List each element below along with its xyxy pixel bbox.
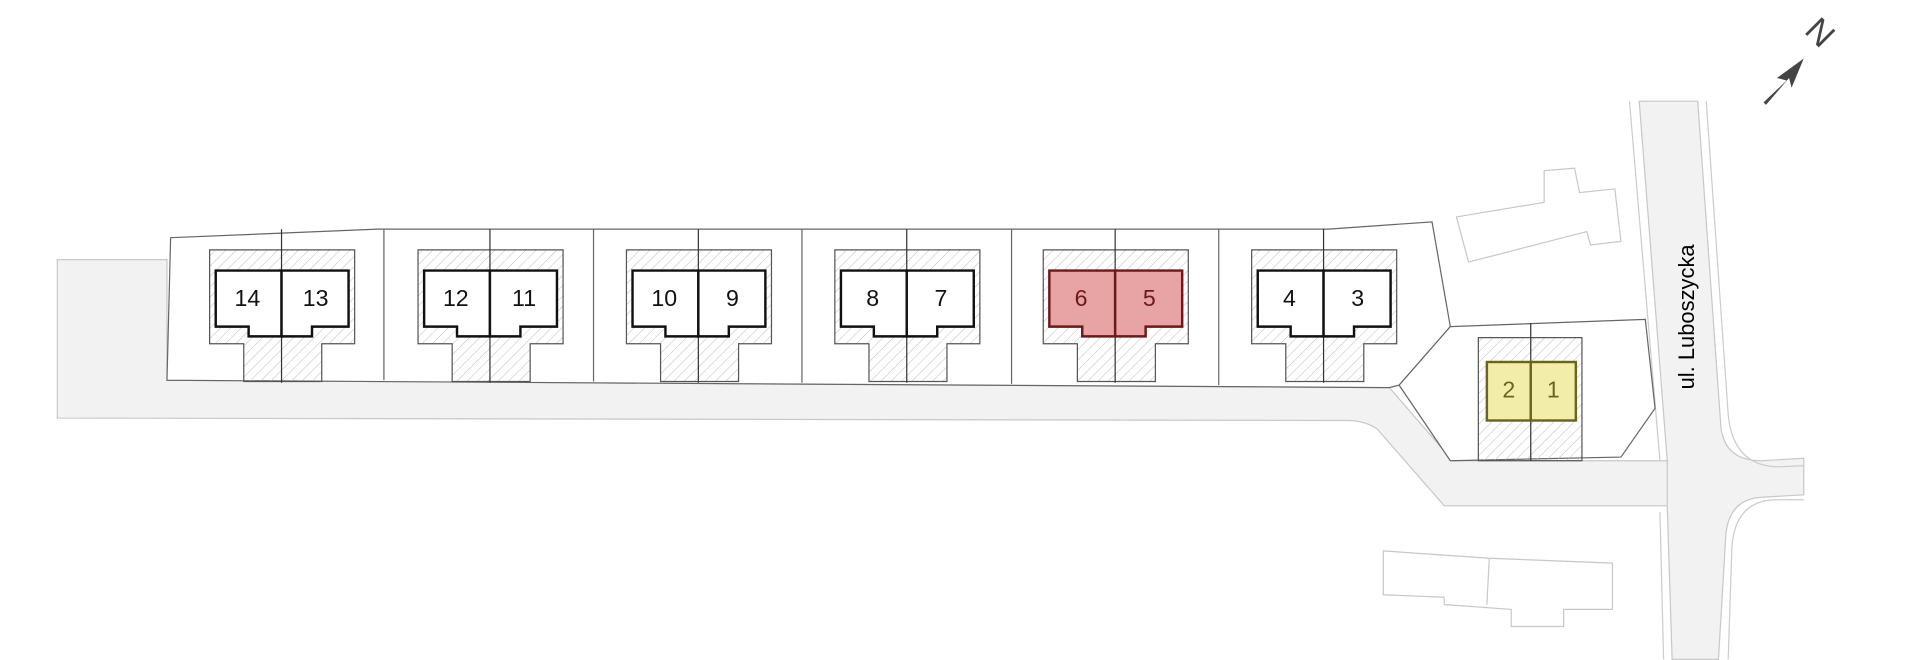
unit-number: 1 <box>1547 376 1560 402</box>
unit-number: 10 <box>651 285 677 311</box>
neighbour-buildings <box>1382 167 1622 628</box>
street-luboszycka <box>1638 100 1805 660</box>
unit-number: 9 <box>726 285 739 311</box>
unit-7[interactable] <box>905 269 975 338</box>
unit-number: 4 <box>1283 285 1296 311</box>
unit-number: 13 <box>303 285 329 311</box>
unit-3[interactable] <box>1322 269 1392 338</box>
unit-11[interactable] <box>488 269 559 338</box>
street-label: ul. Luboszycka <box>1674 244 1699 390</box>
internal-road <box>56 259 1671 507</box>
unit-number: 5 <box>1143 285 1156 311</box>
unit-13[interactable] <box>280 269 350 338</box>
house-pair: 12 11 <box>417 229 564 383</box>
unit-number: 8 <box>866 285 879 311</box>
unit-number: 11 <box>512 285 536 311</box>
unit-1[interactable] <box>1529 360 1578 422</box>
house-pair: 14 13 <box>209 229 356 383</box>
roads <box>56 100 1805 660</box>
unit-number: 14 <box>235 285 261 311</box>
unit-number: 3 <box>1351 285 1364 311</box>
unit-number: 2 <box>1502 376 1515 402</box>
north-arrow-icon[interactable]: N <box>1763 11 1842 105</box>
unit-number: 12 <box>443 285 469 311</box>
compass-label: N <box>1798 11 1842 55</box>
unit-5[interactable] <box>1113 269 1184 338</box>
unit-number: 6 <box>1075 285 1088 311</box>
unit-number: 7 <box>934 285 947 311</box>
house-pair: 10 9 <box>625 229 773 383</box>
unit-9[interactable] <box>697 269 767 338</box>
